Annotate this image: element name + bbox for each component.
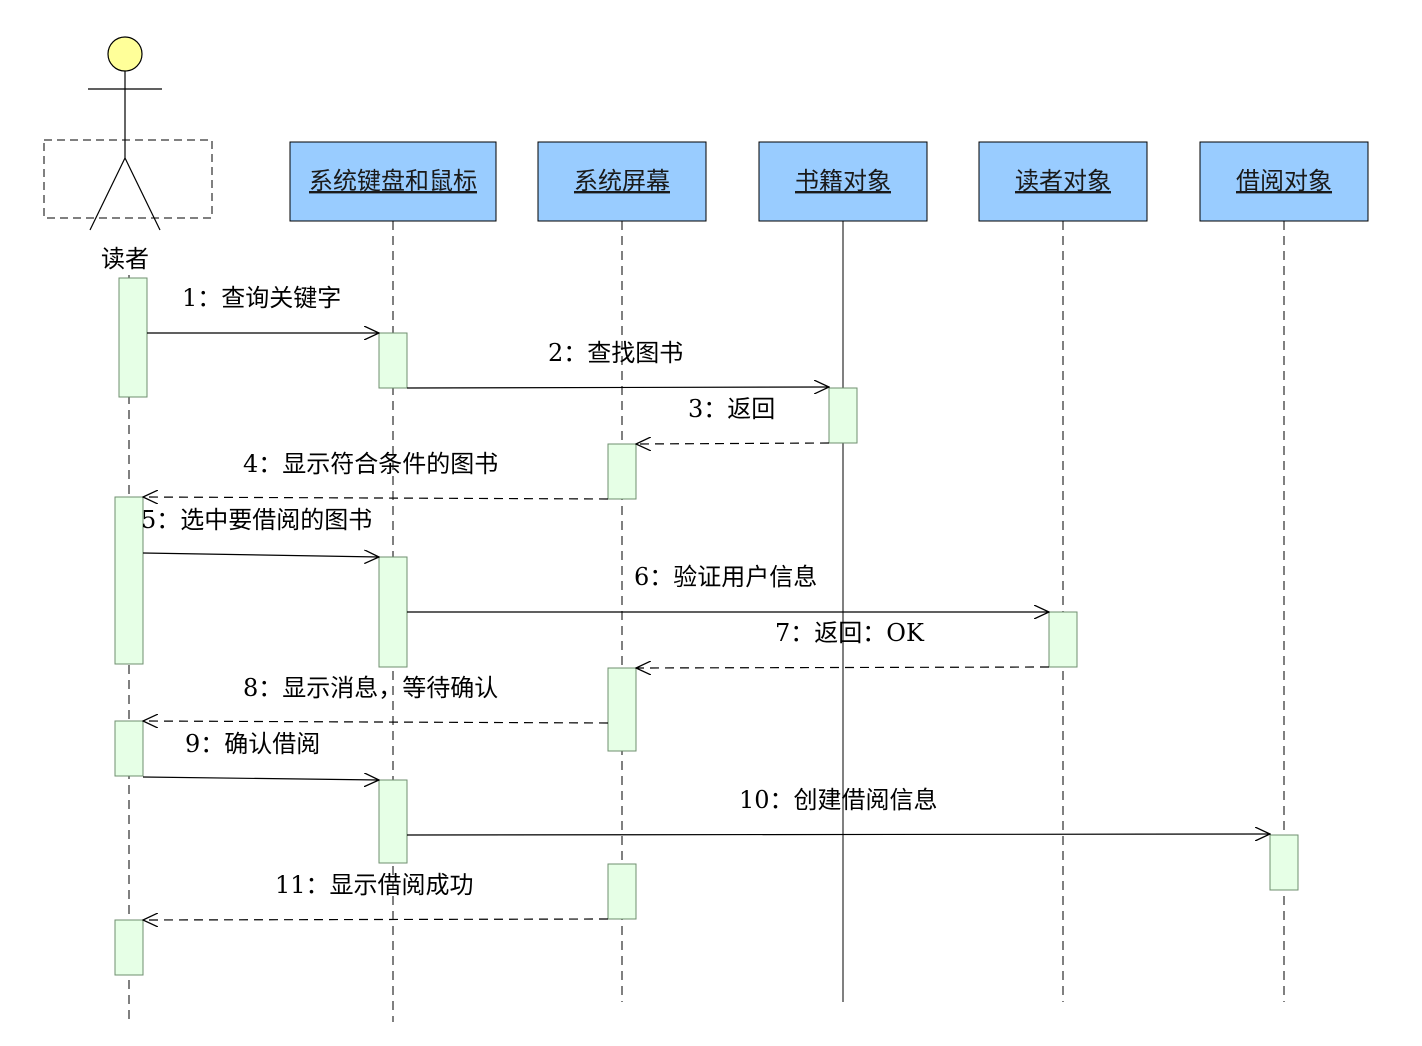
activation-bar (378, 779, 408, 864)
message-3-arrow (636, 443, 830, 444)
activation-bar (1269, 834, 1299, 891)
activation-bar (114, 919, 144, 976)
message-3-label: 3：返回 (688, 395, 775, 423)
participant-keyboard: 系统键盘和鼠标 (289, 141, 497, 222)
participant-title: 借阅对象 (1236, 167, 1332, 195)
activation-bar (607, 863, 637, 920)
message-7-label: 7：返回：OK (775, 619, 925, 647)
participant-book: 书籍对象 (758, 141, 928, 222)
message-10-arrow (406, 834, 1270, 835)
message-9-label: 9：确认借阅 (185, 730, 320, 758)
activation-bar (114, 496, 144, 665)
message-2-arrow (406, 387, 829, 388)
actor-head (107, 36, 143, 72)
activation-bar (607, 443, 637, 500)
actor-left-leg (89, 157, 126, 231)
actor-reader: 读者 (43, 36, 213, 273)
participant-borrow: 借阅对象 (1199, 141, 1369, 222)
message-labels: 1：查询关键字 2：查找图书 3：返回 4：显示符合条件的图书 5：选中要借阅的… (141, 284, 938, 899)
actor-label: 读者 (101, 245, 149, 273)
message-4-label: 4：显示符合条件的图书 (243, 450, 498, 478)
activation-bar (1048, 611, 1078, 668)
message-5-label: 5：选中要借阅的图书 (141, 506, 372, 534)
participant-reader: 读者对象 (978, 141, 1148, 222)
message-2-label: 2：查找图书 (548, 339, 683, 367)
message-4-arrow (143, 497, 609, 499)
message-8-arrow (143, 721, 609, 723)
participant-box (978, 141, 1148, 222)
participant-box (289, 141, 497, 222)
actor-right-leg (124, 157, 161, 231)
message-5-arrow (142, 553, 379, 557)
actor-boundary-box (43, 139, 213, 219)
message-6-label: 6：验证用户信息 (634, 563, 817, 591)
activation-bar (378, 556, 408, 668)
activation-bar (378, 332, 408, 389)
participant-screen: 系统屏幕 (537, 141, 707, 222)
activation-bars (114, 277, 1299, 976)
message-7-arrow (636, 667, 1050, 668)
participant-box (1199, 141, 1369, 222)
participant-title: 系统键盘和鼠标 (309, 167, 477, 195)
message-1-label: 1：查询关键字 (182, 284, 341, 312)
participant-box (537, 141, 707, 222)
message-10-label: 10：创建借阅信息 (739, 786, 938, 814)
message-11-arrow (143, 919, 609, 920)
participant-title: 读者对象 (1015, 167, 1111, 195)
lifelines (128, 221, 1285, 1022)
message-9-arrow (142, 777, 379, 780)
participant-box (758, 141, 928, 222)
activation-bar (118, 277, 148, 398)
message-11-label: 11：显示借阅成功 (275, 871, 474, 899)
participant-title: 书籍对象 (795, 167, 891, 195)
participant-title: 系统屏幕 (574, 167, 670, 195)
activation-bar (828, 387, 858, 444)
activation-bar (607, 667, 637, 752)
message-arrows (143, 333, 1270, 920)
activation-bar (114, 720, 144, 777)
message-8-label: 8：显示消息，等待确认 (243, 674, 498, 702)
